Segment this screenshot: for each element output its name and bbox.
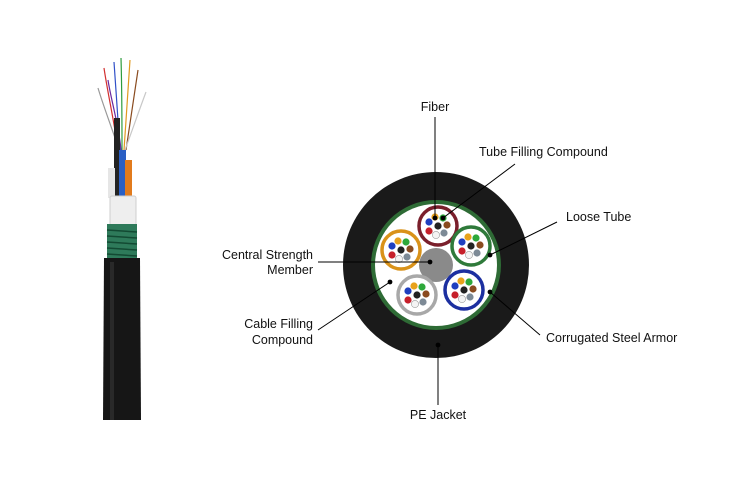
fiber-5 [419, 298, 427, 306]
label-pe-jacket: PE Jacket [410, 408, 467, 422]
fiber-1 [388, 242, 396, 250]
fiber-6 [465, 251, 473, 259]
label-corrugated-steel-armor: Corrugated Steel Armor [546, 331, 677, 345]
fiber-1 [458, 238, 466, 246]
fiber-2 [410, 282, 418, 290]
fiber-7 [425, 227, 433, 235]
fiber-2 [464, 233, 472, 241]
fiber-6 [411, 300, 419, 308]
photo-jacket [103, 258, 141, 420]
fiber-strands [97, 57, 147, 151]
fiber-7 [404, 296, 412, 304]
fiber-5 [466, 293, 474, 301]
photo-tube-white [108, 168, 115, 198]
fiber-4 [469, 285, 477, 293]
label-tube-filling-compound: Tube Filling Compound [479, 145, 608, 159]
fiber-8 [460, 286, 468, 294]
photo-tube-blue [119, 150, 126, 198]
fiber-1 [425, 218, 433, 226]
central-strength-member [419, 248, 453, 282]
photo-core-wrap [109, 195, 137, 227]
fiber-5 [403, 253, 411, 261]
fiber-2 [394, 237, 402, 245]
fiber-5 [440, 229, 448, 237]
fiber-6 [432, 231, 440, 239]
fiber-4 [406, 245, 414, 253]
fiber-6 [395, 255, 403, 263]
label-cable-filling-line2: Compound [252, 333, 313, 347]
fiber-5 [473, 249, 481, 257]
photo-armor [106, 224, 138, 260]
cable-photo [97, 57, 147, 420]
fiber-3 [402, 238, 410, 246]
leader-lines [317, 117, 558, 405]
fiber-6 [458, 295, 466, 303]
photo-tube-orange [125, 160, 132, 198]
fiber-8 [434, 222, 442, 230]
fiber-7 [388, 251, 396, 259]
cable-cross-section [343, 172, 529, 358]
label-central-strength-line1: Central Strength [222, 248, 313, 262]
fiber-1 [451, 282, 459, 290]
label-central-strength-line2: Member [267, 263, 313, 277]
fiber-3 [418, 283, 426, 291]
fiber-2 [457, 277, 465, 285]
fiber-8 [397, 246, 405, 254]
fiber-8 [413, 291, 421, 299]
labels: Fiber Tube Filling Compound Loose Tube C… [222, 100, 677, 422]
fiber-1 [404, 287, 412, 295]
fiber-4 [443, 221, 451, 229]
fiber-7 [458, 247, 466, 255]
label-loose-tube: Loose Tube [566, 210, 631, 224]
fiber-3 [472, 234, 480, 242]
label-cable-filling-line1: Cable Filling [244, 317, 313, 331]
fiber-7 [451, 291, 459, 299]
photo-tube-black [114, 118, 120, 198]
fiber-8 [467, 242, 475, 250]
fiber-4 [476, 241, 484, 249]
fiber-3 [465, 278, 473, 286]
label-fiber: Fiber [421, 100, 449, 114]
fiber-4 [422, 290, 430, 298]
